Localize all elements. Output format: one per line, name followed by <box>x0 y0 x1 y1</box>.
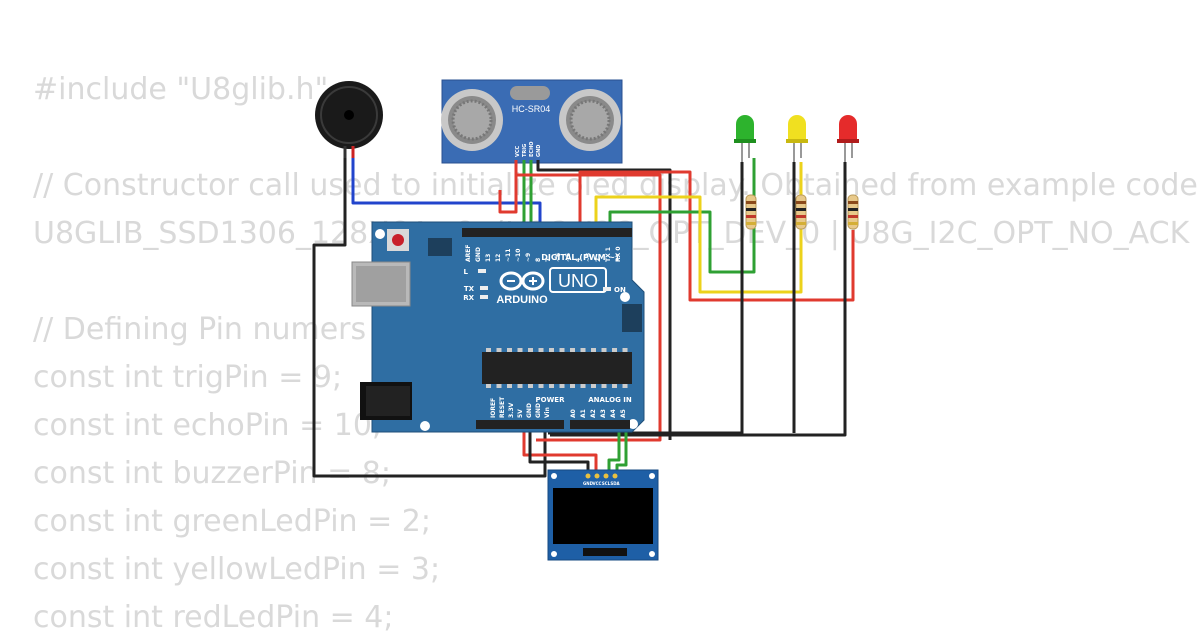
chip-pin <box>612 384 617 388</box>
chip-pin <box>507 348 512 352</box>
led-label-l: L <box>464 268 469 276</box>
sensor-pin-label: GND <box>536 145 542 157</box>
digital-header-label: DIGITAL (PWM ~) <box>541 253 619 262</box>
analog-pin-label: A1 <box>580 409 587 418</box>
chip-pin <box>507 384 512 388</box>
code-line: const int greenLedPin = 2; <box>33 504 431 539</box>
digital-pin-label: ~5 <box>565 253 572 262</box>
chip-pin <box>622 384 628 388</box>
chip-pin <box>517 348 523 352</box>
board-logo-text: ARDUINO <box>496 294 548 306</box>
oled-pin-label: SCL <box>602 481 611 486</box>
led-label-tx: TX <box>464 285 475 293</box>
chip-pin <box>538 348 544 352</box>
chip-pin <box>570 348 575 352</box>
chip-pin <box>570 384 575 388</box>
chip-pin <box>517 384 523 388</box>
digital-pin-label: ~11 <box>505 249 512 262</box>
sensor-pin-label: TRIG <box>522 144 528 157</box>
sensor-model-label: HC-SR04 <box>512 104 551 114</box>
chip-pin <box>601 348 607 352</box>
led-label-on: ON <box>614 286 626 294</box>
power-pin-label: GND <box>535 403 542 418</box>
chip-pin <box>559 348 565 352</box>
digital-pin-label: RX 0 <box>615 246 622 262</box>
chip-pin <box>528 384 533 388</box>
code-line: const int redLedPin = 4; <box>33 600 394 635</box>
digital-pin-label: AREF <box>465 245 472 262</box>
led-yellow[interactable] <box>786 115 808 162</box>
power-pin-label: RESET <box>499 396 506 418</box>
board-model-text: UNO <box>558 271 598 291</box>
oled-pin <box>594 473 600 479</box>
chip-pin <box>486 384 491 388</box>
digital-pin-label: GND <box>475 247 482 262</box>
chip-pin <box>622 348 628 352</box>
oled-pin-label: SDA <box>610 481 620 486</box>
arduino-uno-board[interactable]: UNO ARDUINO DIGITAL (PWM ~) POWER ANALOG… <box>351 221 645 433</box>
digital-pin-label: ~6 <box>555 253 562 262</box>
analog-header-label: ANALOG IN <box>588 396 632 404</box>
buzzer[interactable] <box>315 81 383 158</box>
analog-pin-label: A2 <box>590 409 597 418</box>
chip-pin <box>591 348 596 352</box>
oled-pin <box>585 473 591 479</box>
chip-pin <box>528 348 533 352</box>
chip-pin <box>601 384 607 388</box>
oled-pin <box>612 473 618 479</box>
arduino-logo <box>499 271 545 291</box>
digital-pin-label: ~10 <box>515 249 522 262</box>
digital-pin-label: 13 <box>485 254 492 262</box>
code-line: const int buzzerPin = 8; <box>33 456 391 491</box>
code-line: #include "U8glib.h" <box>33 72 329 107</box>
power-pin-label: GND <box>526 403 533 418</box>
resistor-yellow <box>795 194 807 230</box>
chip-pin <box>538 384 544 388</box>
power-pin-label: IOREF <box>490 398 497 418</box>
digital-pin-label: 2 <box>595 258 602 262</box>
resistor-green <box>745 194 757 230</box>
chip-pin <box>486 348 491 352</box>
digital-pin-label: 7 <box>545 258 552 262</box>
chip-pin <box>549 384 554 388</box>
oled-pin-label: GND <box>583 481 594 486</box>
digital-pin-label: 12 <box>495 254 502 262</box>
power-pin-label: Vin <box>544 407 551 418</box>
analog-pin-label: A0 <box>570 409 577 418</box>
sensor-pin-label: VCC <box>515 145 521 157</box>
chip-pin <box>591 384 596 388</box>
code-line: const int yellowLedPin = 3; <box>33 552 441 587</box>
oled-pin <box>603 473 609 479</box>
chip-pin <box>549 348 554 352</box>
digital-pin-label: TX 1 <box>605 247 612 262</box>
led-label-rx: RX <box>463 294 474 302</box>
chip-pin <box>612 348 617 352</box>
led-red[interactable] <box>837 115 859 162</box>
code-line: const int echoPin = 10; <box>33 408 383 443</box>
chip-pin <box>580 384 586 388</box>
led-green[interactable] <box>734 115 756 162</box>
sensor-pin-label: ECHO <box>529 141 535 157</box>
code-line: const int trigPin = 9; <box>33 360 343 395</box>
digital-pin-label: ~9 <box>525 253 532 262</box>
digital-pin-label: ~3 <box>585 253 592 262</box>
digital-pin-label: 8 <box>535 258 542 262</box>
digital-pin-label: 4 <box>575 258 582 262</box>
chip-pin <box>580 348 586 352</box>
analog-pin-label: A3 <box>600 409 607 418</box>
oled-pin-label: VCC <box>593 481 602 486</box>
power-pin-label: 3.3V <box>508 402 515 418</box>
chip-pin <box>496 384 502 388</box>
resistor-red <box>847 194 859 230</box>
power-header-label: POWER <box>536 396 566 404</box>
code-line: // Defining Pin numers <box>33 312 367 347</box>
chip-pin <box>559 384 565 388</box>
analog-pin-label: A4 <box>610 409 617 418</box>
power-pin-label: 5V <box>517 409 524 418</box>
analog-pin-label: A5 <box>620 409 627 418</box>
chip-pin <box>496 348 502 352</box>
